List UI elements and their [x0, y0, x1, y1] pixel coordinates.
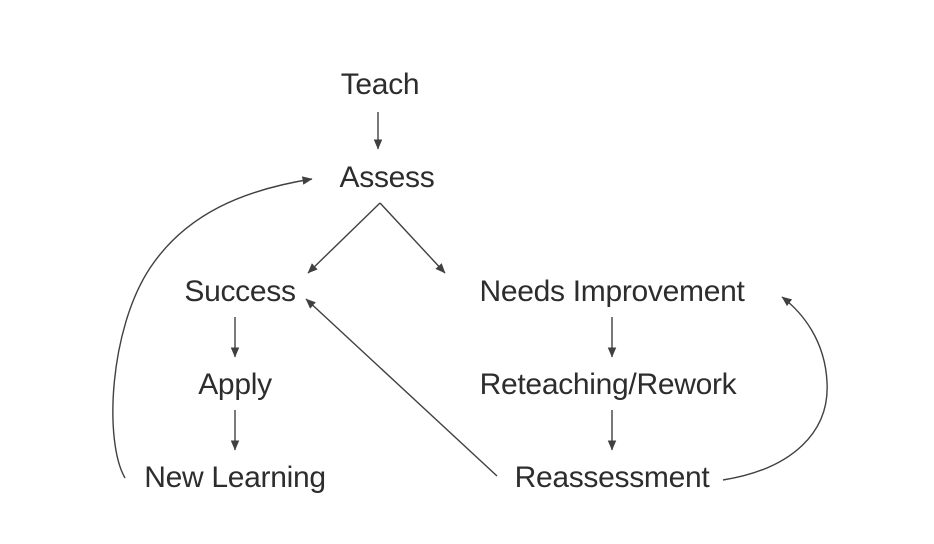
edge-reassessment-to-needs-improvement-curve-arrow — [722, 296, 828, 481]
node-needs-improvement: Needs Improvement — [479, 275, 745, 308]
edge-new-learning-to-assess-curve-arrow — [112, 176, 313, 479]
node-reteaching-rework: Reteaching/Rework — [479, 368, 737, 401]
node-new-learning: New Learning — [144, 461, 326, 494]
node-success: Success — [184, 275, 296, 308]
edge-reassessment-to-success-arrow — [305, 298, 498, 477]
node-reassessment: Reassessment — [514, 461, 710, 494]
node-apply: Apply — [198, 368, 272, 401]
edge-assess-to-needs-improvement-arrow — [379, 202, 446, 274]
node-teach: Teach — [340, 68, 420, 101]
edge-assess-to-success-arrow — [307, 202, 381, 274]
node-assess: Assess — [339, 161, 435, 194]
